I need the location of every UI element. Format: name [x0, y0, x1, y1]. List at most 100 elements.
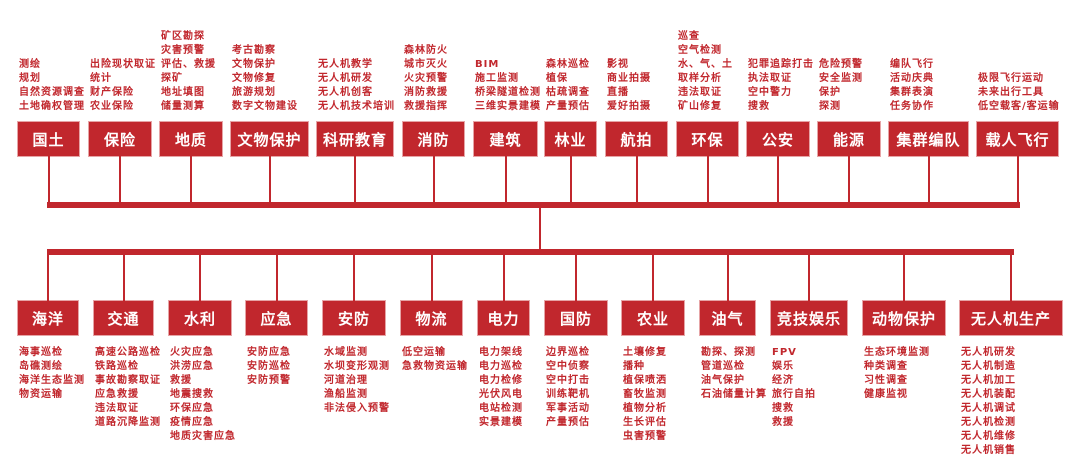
list-item: 虫害预警: [623, 431, 667, 442]
list-item: 爱好拍摄: [607, 101, 651, 112]
list-item: 电力巡检: [479, 361, 523, 372]
connector-line: [1017, 156, 1019, 204]
category-item-list: 水域监测水坝变形观测河道治理渔船监测非法侵入预警: [324, 346, 390, 416]
list-item: 海洋生态监测: [19, 375, 85, 386]
list-item: 环保应急: [170, 403, 214, 414]
category-item-list: 巡查空气检测水、气、土取样分析违法取证矿山修复: [678, 4, 733, 114]
list-item: 违法取证: [678, 87, 722, 98]
category-item-list: 安防应急安防巡检安防预警: [247, 346, 291, 388]
category-box-top: 保险: [89, 122, 151, 156]
connector-line: [276, 253, 278, 301]
list-item: FPV: [772, 347, 797, 358]
list-item: 海事巡检: [19, 347, 63, 358]
list-item: 无人机技术培训: [318, 101, 395, 112]
category-item-list: 危险预警安全监测保护探测: [819, 4, 863, 114]
list-item: 石油储量计算: [701, 389, 767, 400]
category-box-bottom: 交通: [94, 301, 153, 335]
list-item: 土壤修复: [623, 347, 667, 358]
connector-line: [190, 156, 192, 204]
list-item: 财产保险: [90, 87, 134, 98]
list-item: 习性调查: [864, 375, 908, 386]
bottom-connector-bar: [47, 249, 1014, 255]
list-item: 旅行自拍: [772, 389, 816, 400]
list-item: 矿山修复: [678, 101, 722, 112]
category-box-bottom: 无人机生产: [960, 301, 1062, 335]
list-item: 集群表演: [890, 87, 934, 98]
category-item-list: 电力架线电力巡检电力检修光伏风电电站检测实景建模: [479, 346, 523, 430]
connector-line: [903, 253, 905, 301]
list-item: 施工监测: [475, 73, 519, 84]
list-item: 未来出行工具: [978, 87, 1044, 98]
list-item: 无人机加工: [961, 375, 1016, 386]
list-item: 水、气、土: [678, 59, 733, 70]
connector-line: [431, 253, 433, 301]
list-item: 任务协作: [890, 101, 934, 112]
list-item: 水域监测: [324, 347, 368, 358]
category-box-top: 载人飞行: [977, 122, 1058, 156]
list-item: 安全监测: [819, 73, 863, 84]
category-item-list: 犯罪追踪打击执法取证空中警力搜救: [748, 4, 814, 114]
list-item: 考古勘察: [232, 45, 276, 56]
list-item: 取样分析: [678, 73, 722, 84]
category-box-bottom: 应急: [246, 301, 307, 335]
list-item: 统计: [90, 73, 112, 84]
category-box-top: 建筑: [474, 122, 537, 156]
category-item-list: 编队飞行活动庆典集群表演任务协作: [890, 4, 934, 114]
list-item: 地质灾害应急: [170, 431, 236, 442]
connector-line: [570, 156, 572, 204]
list-item: 经济: [772, 375, 794, 386]
category-item-list: 无人机研发无人机制造无人机加工无人机装配无人机调试无人机检测无人机维修无人机销售: [961, 346, 1016, 456]
connector-line: [1010, 253, 1012, 301]
category-box-bottom: 物流: [401, 301, 462, 335]
list-item: 畜牧监测: [623, 389, 667, 400]
list-item: 无人机研发: [318, 73, 373, 84]
list-item: 巡查: [678, 31, 700, 42]
list-item: 空中警力: [748, 87, 792, 98]
list-item: 森林防火: [404, 45, 448, 56]
list-item: 娱乐: [772, 361, 794, 372]
category-item-list: 海事巡检岛礁测绘海洋生态监测物资运输: [19, 346, 85, 402]
category-box-bottom: 动物保护: [863, 301, 945, 335]
list-item: 光伏风电: [479, 389, 523, 400]
list-item: 实景建模: [479, 417, 523, 428]
list-item: 地址填图: [161, 87, 205, 98]
list-item: 电力架线: [479, 347, 523, 358]
connector-line: [707, 156, 709, 204]
list-item: 非法侵入预警: [324, 403, 390, 414]
list-item: 管道巡检: [701, 361, 745, 372]
connector-line: [848, 156, 850, 204]
category-box-top: 能源: [818, 122, 880, 156]
connector-line: [47, 253, 49, 301]
category-item-list: 生态环境监测种类调查习性调查健康监视: [864, 346, 930, 402]
list-item: 文物保护: [232, 59, 276, 70]
category-box-top: 航拍: [606, 122, 667, 156]
list-item: 搜救: [772, 403, 794, 414]
category-box-top: 公安: [747, 122, 809, 156]
category-box-top: 消防: [403, 122, 464, 156]
list-item: 植保: [546, 73, 568, 84]
list-item: 农业保险: [90, 101, 134, 112]
list-item: 保护: [819, 87, 841, 98]
connector-line: [123, 253, 125, 301]
connector-line: [503, 253, 505, 301]
category-box-bottom: 水利: [169, 301, 231, 335]
connector-line: [808, 253, 810, 301]
category-item-list: 低空运输急救物资运输: [402, 346, 468, 374]
list-item: 安防预警: [247, 375, 291, 386]
connector-line: [353, 253, 355, 301]
connector-line: [119, 156, 121, 204]
category-box-bottom: 农业: [622, 301, 684, 335]
category-item-list: 考古勘察文物保护文物修复旅游规划数字文物建设: [232, 4, 298, 114]
list-item: 自然资源调查: [19, 87, 85, 98]
connector-line: [777, 156, 779, 204]
list-item: 违法取证: [95, 403, 139, 414]
list-item: 火灾预警: [404, 73, 448, 84]
connector-line: [928, 156, 930, 204]
category-box-bottom: 电力: [478, 301, 529, 335]
connector-line: [433, 156, 435, 204]
list-item: 测绘: [19, 59, 41, 70]
list-item: 无人机制造: [961, 361, 1016, 372]
category-item-list: 森林防火城市灭火火灾预警消防救援救援指挥: [404, 4, 448, 114]
